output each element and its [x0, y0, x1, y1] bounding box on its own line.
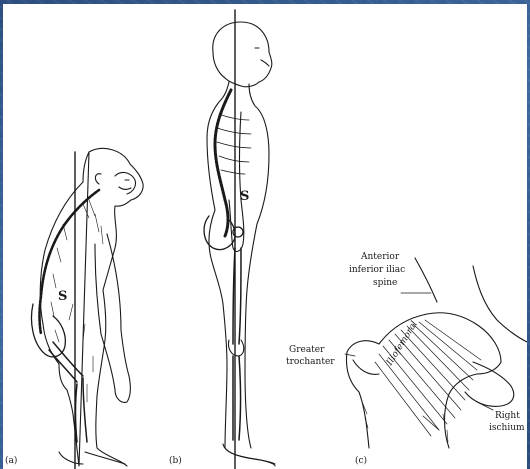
human-face: [255, 48, 269, 66]
chimp-face: [115, 173, 136, 194]
figure-panel: (a) S (b) S (c) Anterior inferior iliac …: [3, 4, 527, 469]
panel-b-label: (b): [169, 456, 182, 466]
anterior-label-line2: inferior iliac: [349, 265, 405, 275]
human-tibia: [233, 356, 241, 440]
anterior-label-line1: Anterior: [361, 252, 399, 262]
chimpanzee-figure: [32, 148, 144, 469]
ilium-outline: [415, 258, 527, 342]
anterior-label-line3: spine: [373, 278, 397, 288]
femur-head-and-neck: [347, 313, 502, 448]
human-ribs: [217, 114, 251, 174]
anatomy-illustration: [3, 4, 527, 469]
chimp-ear: [95, 174, 101, 184]
chimp-femur: [49, 342, 83, 382]
greater-trochanter-label-line2: trochanter: [286, 357, 335, 367]
panel-a-label: (a): [5, 456, 17, 466]
human-figure: [204, 10, 275, 469]
greater-trochanter-label-line1: Greater: [289, 345, 324, 355]
human-knee: [228, 340, 243, 356]
right-ischium-label-line2: ischium: [489, 423, 525, 433]
panel-a-sacrum-label: S: [58, 290, 67, 304]
chimp-spine: [40, 190, 100, 334]
human-femur: [233, 248, 241, 344]
right-ischium-label-line1: Right: [495, 411, 520, 421]
human-foot: [223, 444, 275, 466]
human-spine: [215, 90, 231, 236]
ischium-outline: [465, 362, 514, 406]
chimp-arm: [95, 234, 130, 402]
chimp-feet: [59, 452, 125, 464]
panel-c-label: (c): [355, 456, 367, 466]
panel-b-sacrum-label: S: [240, 190, 249, 204]
chimp-pelvis: [32, 304, 66, 357]
human-head: [213, 22, 272, 87]
